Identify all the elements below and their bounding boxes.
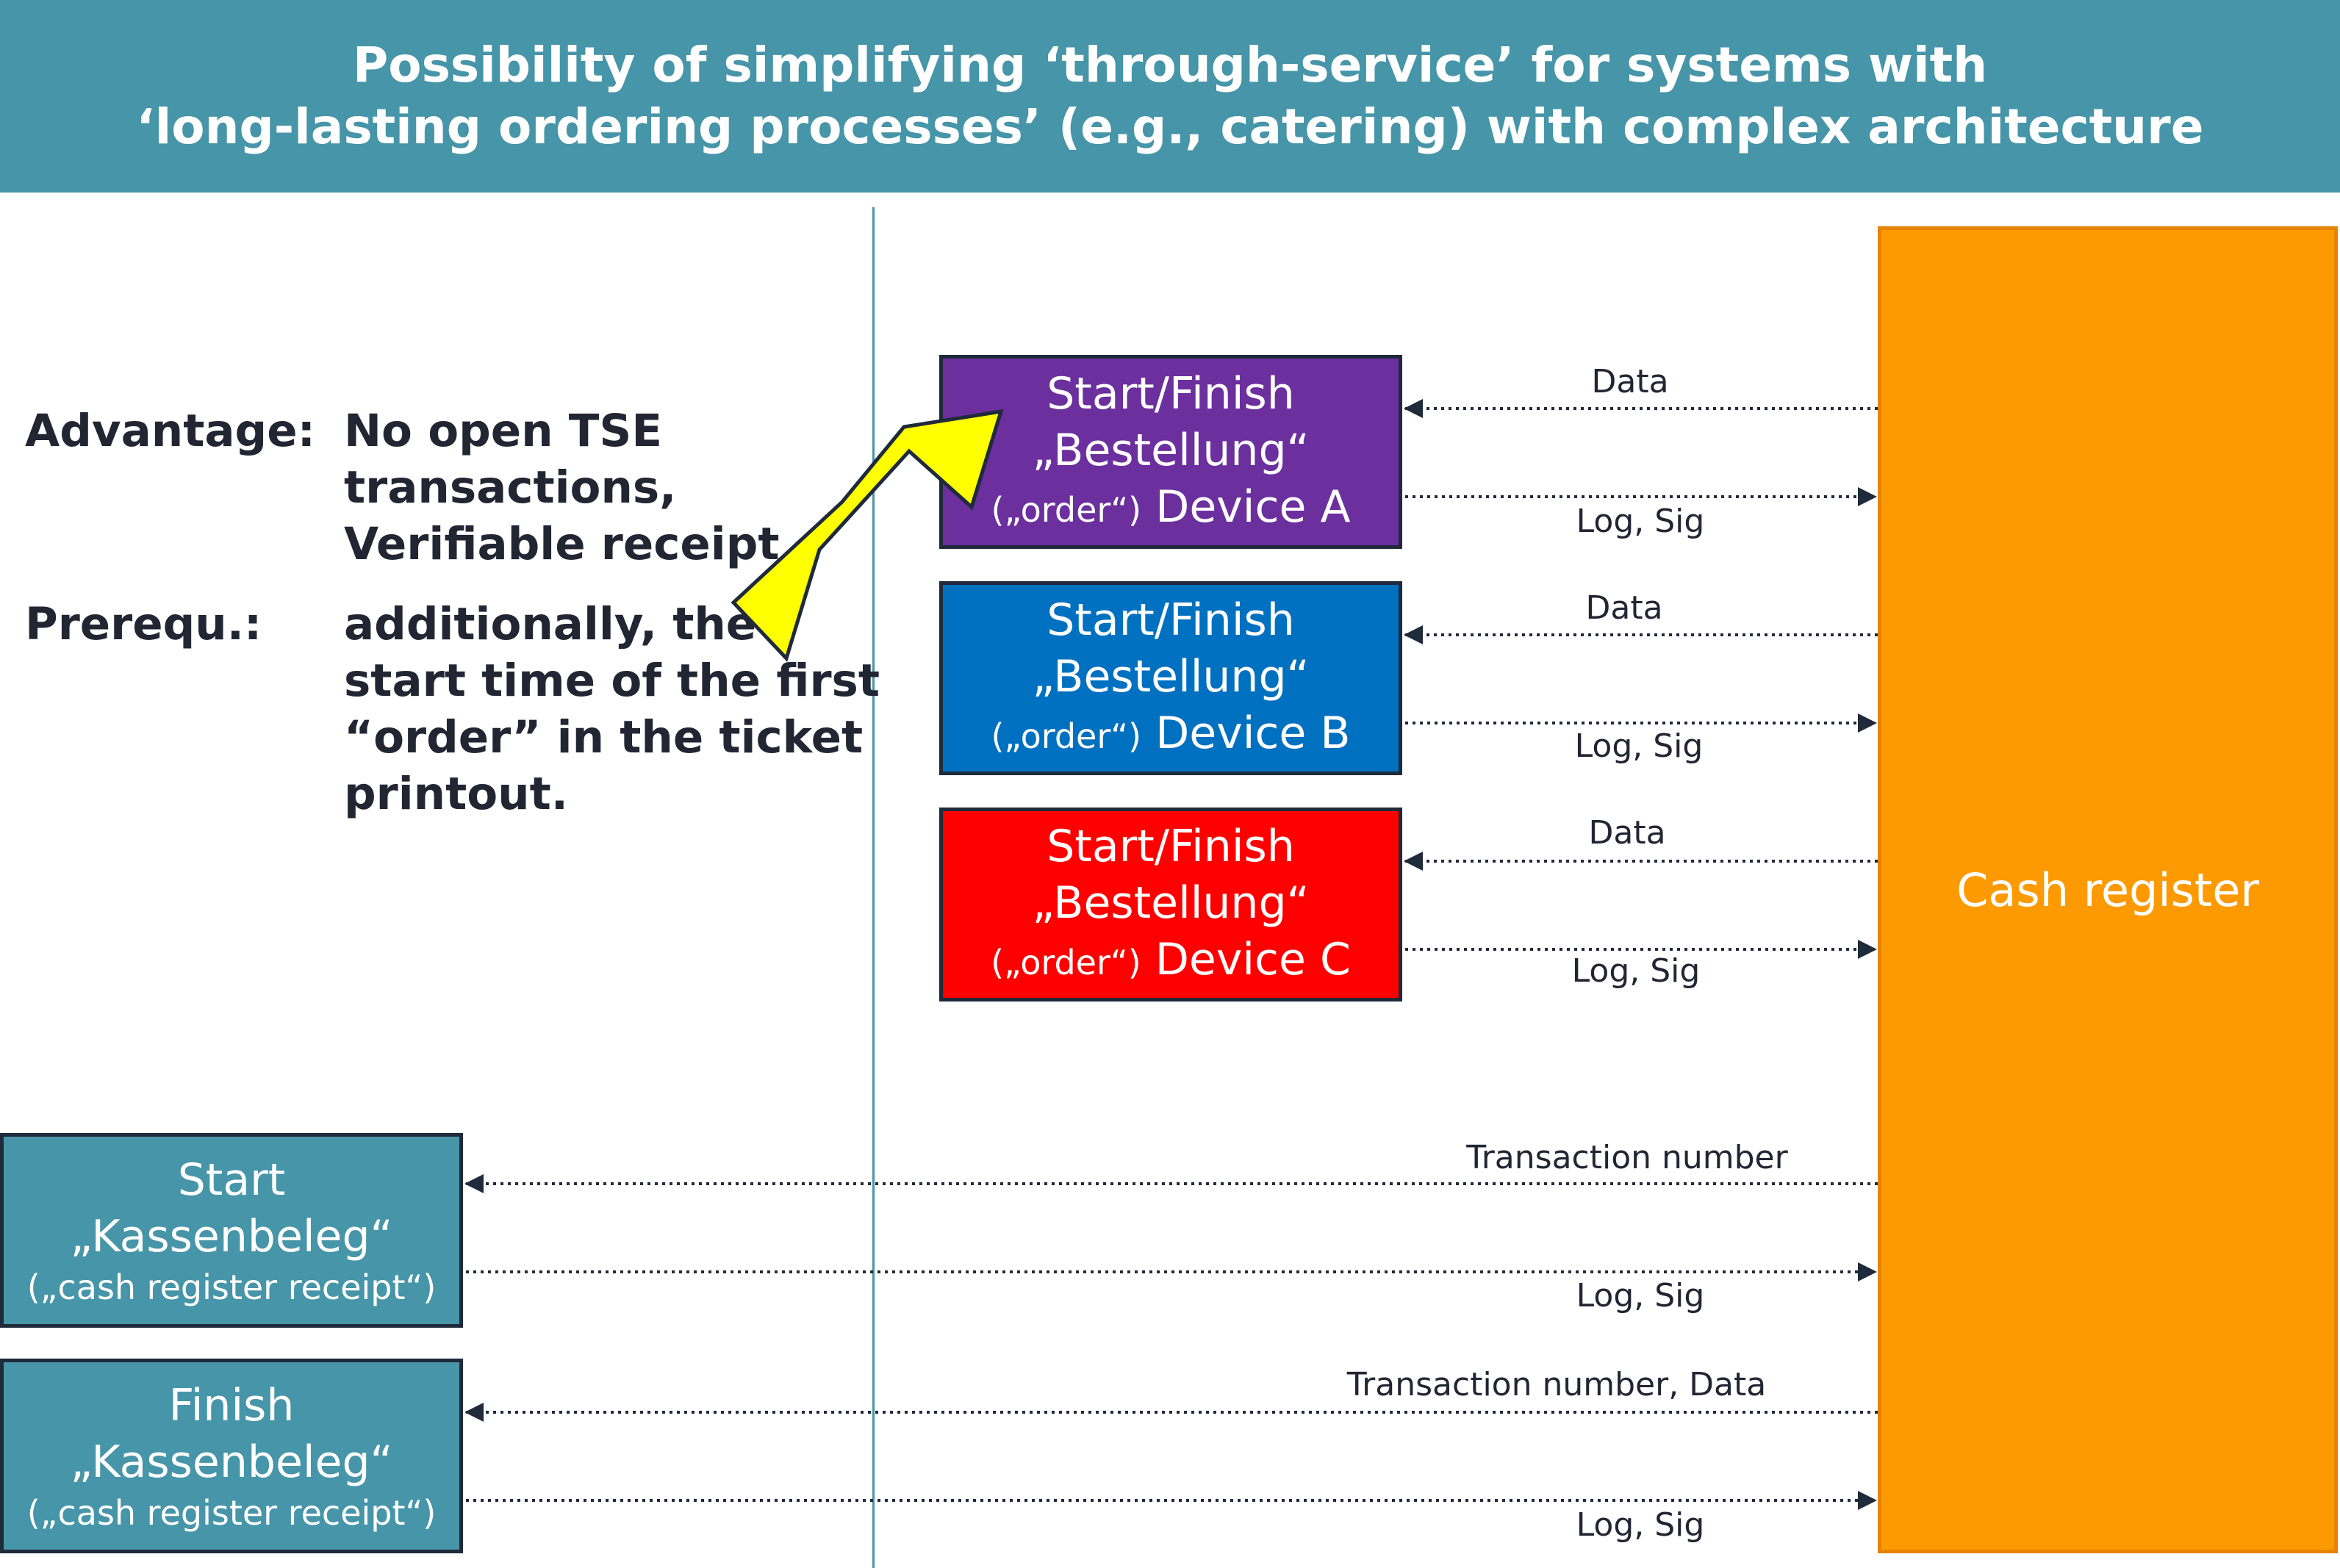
prerequisite-text: additionally, the start time of the firs… (344, 596, 880, 822)
finish-receipt-line2: „Kassenbeleg“ (70, 1436, 393, 1488)
advantage-heading: Advantage: (25, 405, 315, 457)
device-b-data-label: Data (1585, 589, 1663, 627)
device-c-line3: („order“) Device C (991, 932, 1351, 991)
device-a-data-label: Data (1591, 363, 1669, 400)
start-receipt-line1: Start (177, 1154, 286, 1206)
device-c-data-label: Data (1588, 814, 1666, 852)
start-receipt-line3: („cash register receipt“) (26, 1267, 437, 1307)
finish-receipt-line3: („cash register receipt“) (26, 1492, 437, 1533)
start-receipt-log-label: Log, Sig (1576, 1277, 1705, 1315)
finish-receipt-line1: Finish (168, 1379, 295, 1431)
device-c-name: Device C (1155, 933, 1351, 985)
device-a-name: Device A (1155, 481, 1351, 533)
device-c-line2: „Bestellung“ (1032, 877, 1310, 929)
device-b-log-label: Log, Sig (1574, 727, 1704, 765)
device-a-order-note: („order“) (991, 489, 1142, 530)
device-a-line3: („order“) Device A (991, 479, 1351, 539)
prerequisite-line: printout. (344, 768, 568, 820)
device-b-name: Device B (1155, 707, 1351, 759)
device-c-box: Start/Finish „Bestellung“ („order“) Devi… (939, 808, 1402, 1001)
highlight-arrow-icon (731, 409, 1004, 662)
finish-receipt-box: Finish „Kassenbeleg“ („cash register rec… (0, 1359, 463, 1553)
finish-receipt-log-label: Log, Sig (1576, 1506, 1705, 1544)
start-receipt-txn-label: Transaction number (1466, 1139, 1788, 1176)
device-c-order-note: („order“) (991, 942, 1141, 982)
prerequisite-line: additionally, the (344, 598, 757, 650)
device-a-line2: „Bestellung“ (1032, 424, 1310, 476)
title-line-2: ‘long-lasting ordering processes’ (e.g.,… (136, 98, 2204, 155)
prerequisite-heading: Prerequ.: (25, 598, 262, 650)
page-title: Possibility of simplifying ‘through-serv… (0, 0, 2340, 193)
advantage-text: No open TSE transactions, Verifiable rec… (344, 403, 780, 572)
prerequisite-line: start time of the first (344, 655, 880, 707)
device-b-line1: Start/Finish (1047, 594, 1295, 646)
device-b-line3: („order“) Device B (991, 705, 1350, 765)
cash-register-box: Cash register (1878, 226, 2338, 1553)
device-c-log-label: Log, Sig (1571, 952, 1701, 990)
device-c-line1: Start/Finish (1047, 820, 1295, 872)
prerequisite-line: “order” in the ticket (344, 711, 864, 763)
device-a-line1: Start/Finish (1047, 367, 1295, 420)
device-b-order-note: („order“) (991, 716, 1142, 756)
cash-register-label: Cash register (1956, 863, 2259, 917)
section-divider (872, 207, 875, 1568)
start-receipt-line2: „Kassenbeleg“ (70, 1210, 393, 1262)
advantage-line: transactions, (344, 461, 677, 514)
device-b-line2: „Bestellung“ (1032, 650, 1310, 702)
device-a-log-label: Log, Sig (1576, 503, 1705, 540)
start-receipt-box: Start „Kassenbeleg“ („cash register rece… (0, 1133, 463, 1328)
device-a-box: Start/Finish „Bestellung“ („order“) Devi… (939, 355, 1402, 549)
advantage-line: No open TSE (344, 405, 663, 457)
title-line-1: Possibility of simplifying ‘through-serv… (352, 37, 1988, 93)
advantage-line: Verifiable receipt (344, 518, 780, 570)
finish-receipt-txn-label: Transaction number, Data (1346, 1366, 1767, 1403)
device-b-box: Start/Finish „Bestellung“ („order“) Devi… (939, 581, 1402, 775)
